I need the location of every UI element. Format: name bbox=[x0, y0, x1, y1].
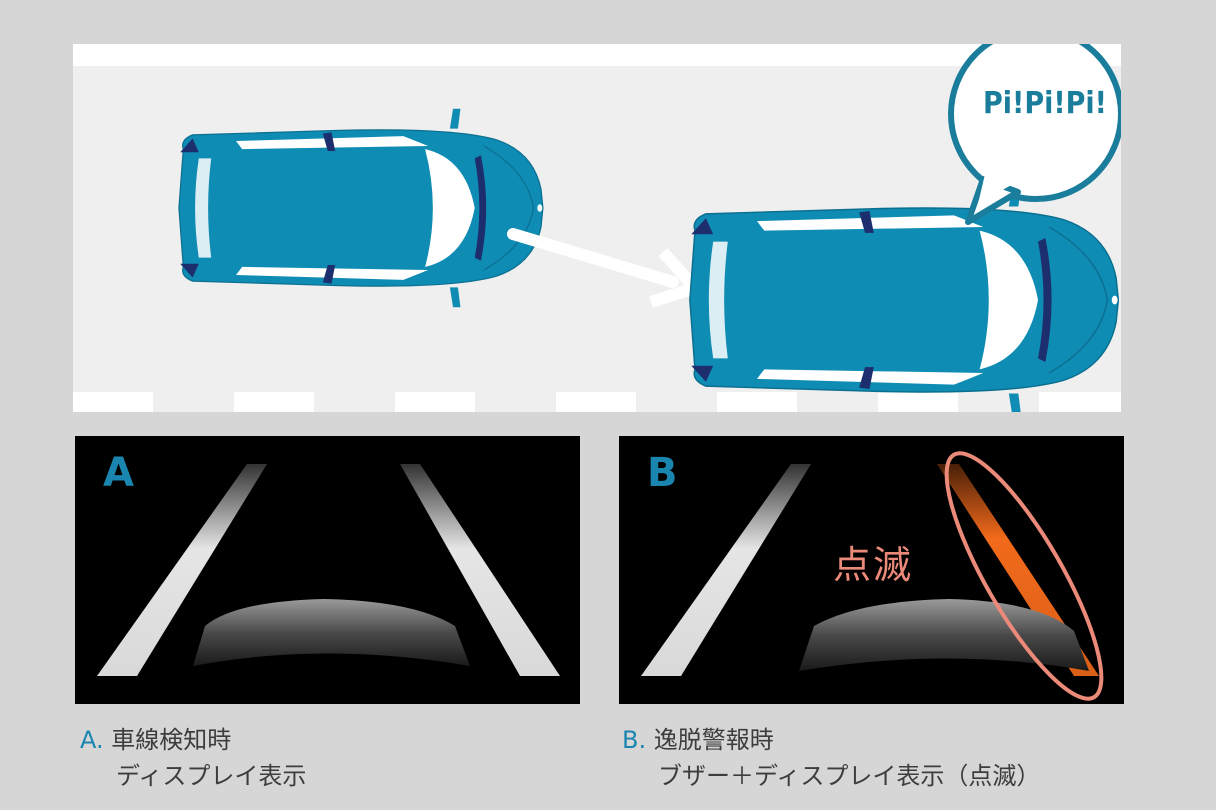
lane-display-b bbox=[641, 451, 1104, 701]
road-illustration bbox=[73, 44, 1121, 412]
buzzer-sound-text: Pi!Pi!Pi! bbox=[983, 86, 1107, 121]
lane-drift-arrow-icon bbox=[507, 228, 706, 308]
caption-b-prefix: B. bbox=[622, 726, 647, 754]
caption-b-line1: 逸脱警報時 bbox=[653, 726, 774, 754]
speech-bubble-icon bbox=[948, 44, 1121, 225]
panel-b-letter: B bbox=[647, 450, 678, 496]
caption-a-prefix: A. bbox=[80, 726, 104, 754]
road-scene bbox=[73, 44, 1121, 412]
panel-a-letter: A bbox=[103, 450, 134, 496]
highlight-ellipse bbox=[944, 451, 1104, 701]
caption-a-line2: ディスプレイ表示 bbox=[116, 762, 307, 790]
caption-b: B. 逸脱警報時 ブザー＋ディスプレイ表示（点滅） bbox=[622, 722, 1040, 794]
lane-display-a bbox=[97, 464, 560, 676]
blink-label: 点滅 bbox=[833, 543, 914, 587]
caption-a-line1: 車線検知時 bbox=[111, 726, 232, 754]
caption-b-line2: ブザー＋ディスプレイ表示（点滅） bbox=[658, 762, 1041, 790]
caption-a: A. 車線検知時 ディスプレイ表示 bbox=[80, 722, 306, 794]
display-panel-b: B 点滅 bbox=[619, 436, 1124, 704]
display-panel-a: A bbox=[75, 436, 580, 704]
car-drifting-icon bbox=[689, 182, 1120, 412]
car-before-icon bbox=[178, 108, 544, 308]
